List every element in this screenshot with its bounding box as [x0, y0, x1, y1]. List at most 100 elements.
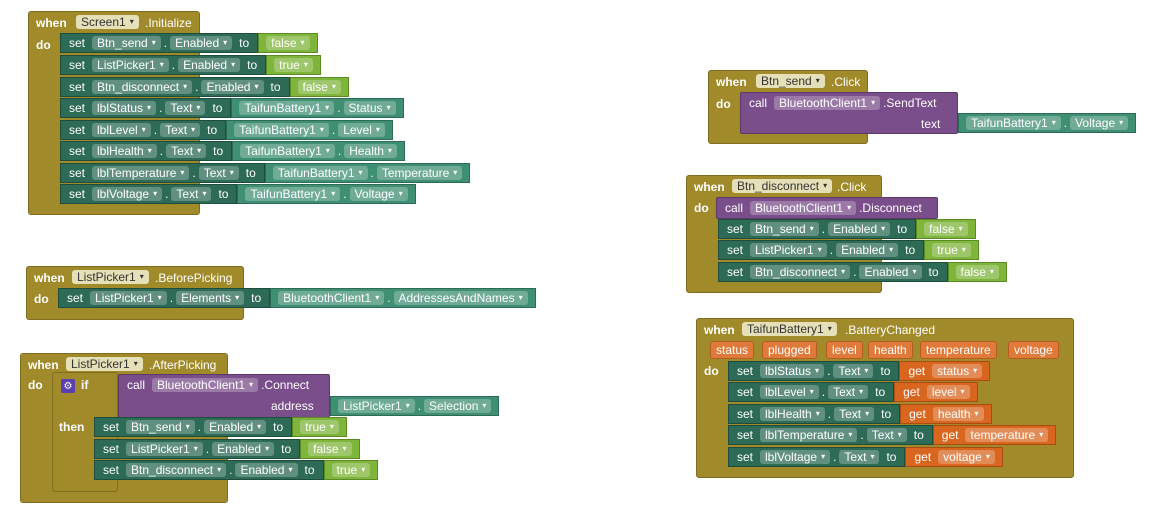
taifunbattery1-dropdown[interactable]: TaifunBattery1▾	[742, 322, 837, 336]
listpicker1-dropdown[interactable]: ListPicker1▾	[72, 270, 149, 284]
property-dropdown[interactable]: Enabled▾	[836, 243, 899, 257]
set-btn-disconnect-enabled[interactable]: set Btn_disconnect▾ . Enabled▾ to true▾	[94, 460, 379, 480]
property-dropdown[interactable]: Enabled▾	[204, 420, 267, 434]
set-listpicker1-enabled[interactable]: set ListPicker1▾ . Enabled▾ to true▾	[60, 55, 321, 75]
property-dropdown[interactable]: Enabled▾	[170, 36, 233, 50]
btn-disconnect-dropdown[interactable]: Btn_disconnect▾	[732, 179, 833, 193]
component-dropdown[interactable]: lblStatus▾	[92, 101, 157, 115]
getter-component-dropdown[interactable]: BluetoothClient1▾	[278, 291, 385, 305]
component-dropdown[interactable]: Btn_send▾	[92, 36, 161, 50]
getter-property-dropdown[interactable]: Voltage▾	[349, 187, 408, 201]
component-dropdown[interactable]: lblTemperature▾	[760, 428, 858, 442]
param-voltage[interactable]: voltage	[1008, 341, 1059, 359]
boolean-dropdown[interactable]: false▾	[297, 80, 341, 94]
property-dropdown[interactable]: Text▾	[160, 123, 201, 137]
getter-component-dropdown[interactable]: ListPicker1▾	[338, 399, 415, 413]
getter-property-dropdown[interactable]: Temperature▾	[376, 166, 463, 180]
property-dropdown[interactable]: Elements▾	[176, 291, 245, 305]
boolean-dropdown[interactable]: true▾	[300, 420, 339, 434]
component-dropdown[interactable]: Btn_disconnect▾	[750, 265, 851, 279]
property-dropdown[interactable]: Enabled▾	[828, 222, 891, 236]
property-dropdown[interactable]: Enabled▾	[178, 58, 241, 72]
set-lbllevel-text[interactable]: set lblLevel▾ . Text▾ to TaifunBattery1▾…	[60, 120, 393, 140]
component-dropdown[interactable]: Btn_disconnect▾	[126, 463, 227, 477]
getter-property-dropdown[interactable]: AddressesAndNames▾	[393, 291, 528, 305]
variable-dropdown[interactable]: status▾	[932, 364, 983, 378]
call-bluetooth-disconnect[interactable]: call BluetoothClient1▾ .Disconnect	[716, 197, 938, 219]
component-dropdown[interactable]: lblHealth▾	[92, 144, 157, 158]
set-listpicker1-enabled[interactable]: set ListPicker1▾ . Enabled▾ to false▾	[94, 439, 360, 459]
component-dropdown[interactable]: ListPicker1▾	[126, 442, 203, 456]
property-dropdown[interactable]: Enabled▾	[235, 463, 298, 477]
component-dropdown[interactable]: Btn_send▾	[750, 222, 819, 236]
component-dropdown[interactable]: BluetoothClient1▾	[152, 378, 259, 392]
getter-property-dropdown[interactable]: Selection▾	[424, 399, 492, 413]
property-dropdown[interactable]: Enabled▾	[859, 265, 922, 279]
boolean-dropdown[interactable]: true▾	[331, 463, 371, 477]
getter-property-dropdown[interactable]: Health▾	[344, 144, 397, 158]
getter-property-dropdown[interactable]: Level▾	[338, 123, 385, 137]
component-dropdown[interactable]: Btn_send▾	[126, 420, 195, 434]
set-btn-disconnect-enabled[interactable]: set Btn_disconnect▾ . Enabled▾ to false▾	[60, 77, 349, 97]
address-argument[interactable]: ListPicker1▾.Selection▾	[330, 396, 500, 416]
component-dropdown[interactable]: BluetoothClient1▾	[774, 96, 881, 110]
gear-icon[interactable]: ⚙	[61, 379, 75, 393]
getter-component-dropdown[interactable]: TaifunBattery1▾	[245, 187, 341, 201]
set-btn-disconnect-enabled[interactable]: set Btn_disconnect▾ . Enabled▾ to false▾	[718, 262, 1007, 282]
getter-component-dropdown[interactable]: TaifunBattery1▾	[966, 116, 1061, 130]
set-lblstatus-text[interactable]: set lblStatus▾ . Text▾ to TaifunBattery1…	[60, 98, 404, 118]
component-dropdown[interactable]: Btn_disconnect▾	[92, 80, 193, 94]
btn-send-dropdown[interactable]: Btn_send▾	[756, 74, 825, 88]
param-status[interactable]: status	[710, 341, 755, 359]
property-dropdown[interactable]: Text▾	[165, 101, 206, 115]
param-plugged[interactable]: plugged	[762, 341, 817, 359]
set-lblhealth-text[interactable]: set lblHealth▾ . Text▾ to TaifunBattery1…	[60, 141, 405, 161]
text-argument[interactable]: TaifunBattery1▾.Voltage▾	[958, 113, 1137, 133]
set-btn-send-enabled[interactable]: set Btn_send▾ . Enabled▾ to false▾	[718, 219, 976, 239]
getter-component-dropdown[interactable]: TaifunBattery1▾	[240, 144, 335, 158]
property-dropdown[interactable]: Text▾	[828, 385, 869, 399]
getter-component-dropdown[interactable]: TaifunBattery1▾	[234, 123, 329, 137]
property-dropdown[interactable]: Enabled▾	[212, 442, 275, 456]
variable-dropdown[interactable]: level▾	[926, 385, 970, 399]
set-listpicker1-enabled[interactable]: set ListPicker1▾ . Enabled▾ to true▾	[718, 240, 979, 260]
variable-dropdown[interactable]: temperature▾	[965, 428, 1049, 442]
set-lblvoltage-text[interactable]: set lblVoltage▾ . Text▾ to TaifunBattery…	[60, 184, 416, 204]
component-dropdown[interactable]: ListPicker1▾	[92, 58, 169, 72]
property-dropdown[interactable]: Text▾	[834, 407, 875, 421]
boolean-dropdown[interactable]: true▾	[932, 243, 971, 257]
getter-component-dropdown[interactable]: TaifunBattery1▾	[272, 166, 368, 180]
set-listpicker1-elements[interactable]: set ListPicker1▾ . Elements▾ to Bluetoot…	[58, 288, 536, 308]
component-dropdown[interactable]: BluetoothClient1▾	[750, 201, 857, 215]
property-dropdown[interactable]: Text▾	[839, 450, 880, 464]
call-bluetooth-connect[interactable]: call BluetoothClient1▾ .Connect address	[118, 374, 330, 418]
component-dropdown[interactable]: lblVoltage▾	[760, 450, 831, 464]
param-temperature[interactable]: temperature	[920, 341, 997, 359]
property-dropdown[interactable]: Text▾	[166, 144, 207, 158]
boolean-dropdown[interactable]: false▾	[955, 265, 999, 279]
variable-dropdown[interactable]: voltage▾	[938, 450, 995, 464]
getter-component-dropdown[interactable]: TaifunBattery1▾	[239, 101, 335, 115]
getter-property-dropdown[interactable]: Status▾	[343, 101, 396, 115]
boolean-dropdown[interactable]: false▾	[308, 442, 352, 456]
listpicker1-dropdown[interactable]: ListPicker1▾	[66, 357, 143, 371]
getter-property-dropdown[interactable]: Voltage▾	[1070, 116, 1129, 130]
component-dropdown[interactable]: lblLevel▾	[760, 385, 819, 399]
screen1-dropdown[interactable]: Screen1▾	[76, 15, 139, 29]
variable-dropdown[interactable]: health▾	[932, 407, 984, 421]
component-dropdown[interactable]: lblStatus▾	[760, 364, 825, 378]
component-dropdown[interactable]: lblHealth▾	[760, 407, 825, 421]
set-btn-send-enabled[interactable]: set Btn_send▾ . Enabled▾ to false▾	[60, 33, 318, 53]
component-dropdown[interactable]: ListPicker1▾	[750, 243, 827, 257]
set-btn-send-enabled[interactable]: set Btn_send▾ . Enabled▾ to true▾	[94, 417, 347, 437]
component-dropdown[interactable]: ListPicker1▾	[90, 291, 167, 305]
set-lbltemperature-text[interactable]: set lblTemperature▾ . Text▾ to TaifunBat…	[60, 163, 471, 183]
call-bluetooth-sendtext[interactable]: call BluetoothClient1▾ .SendText text	[740, 92, 958, 134]
property-dropdown[interactable]: Text▾	[866, 428, 907, 442]
property-dropdown[interactable]: Text▾	[171, 187, 212, 201]
property-dropdown[interactable]: Text▾	[198, 166, 239, 180]
